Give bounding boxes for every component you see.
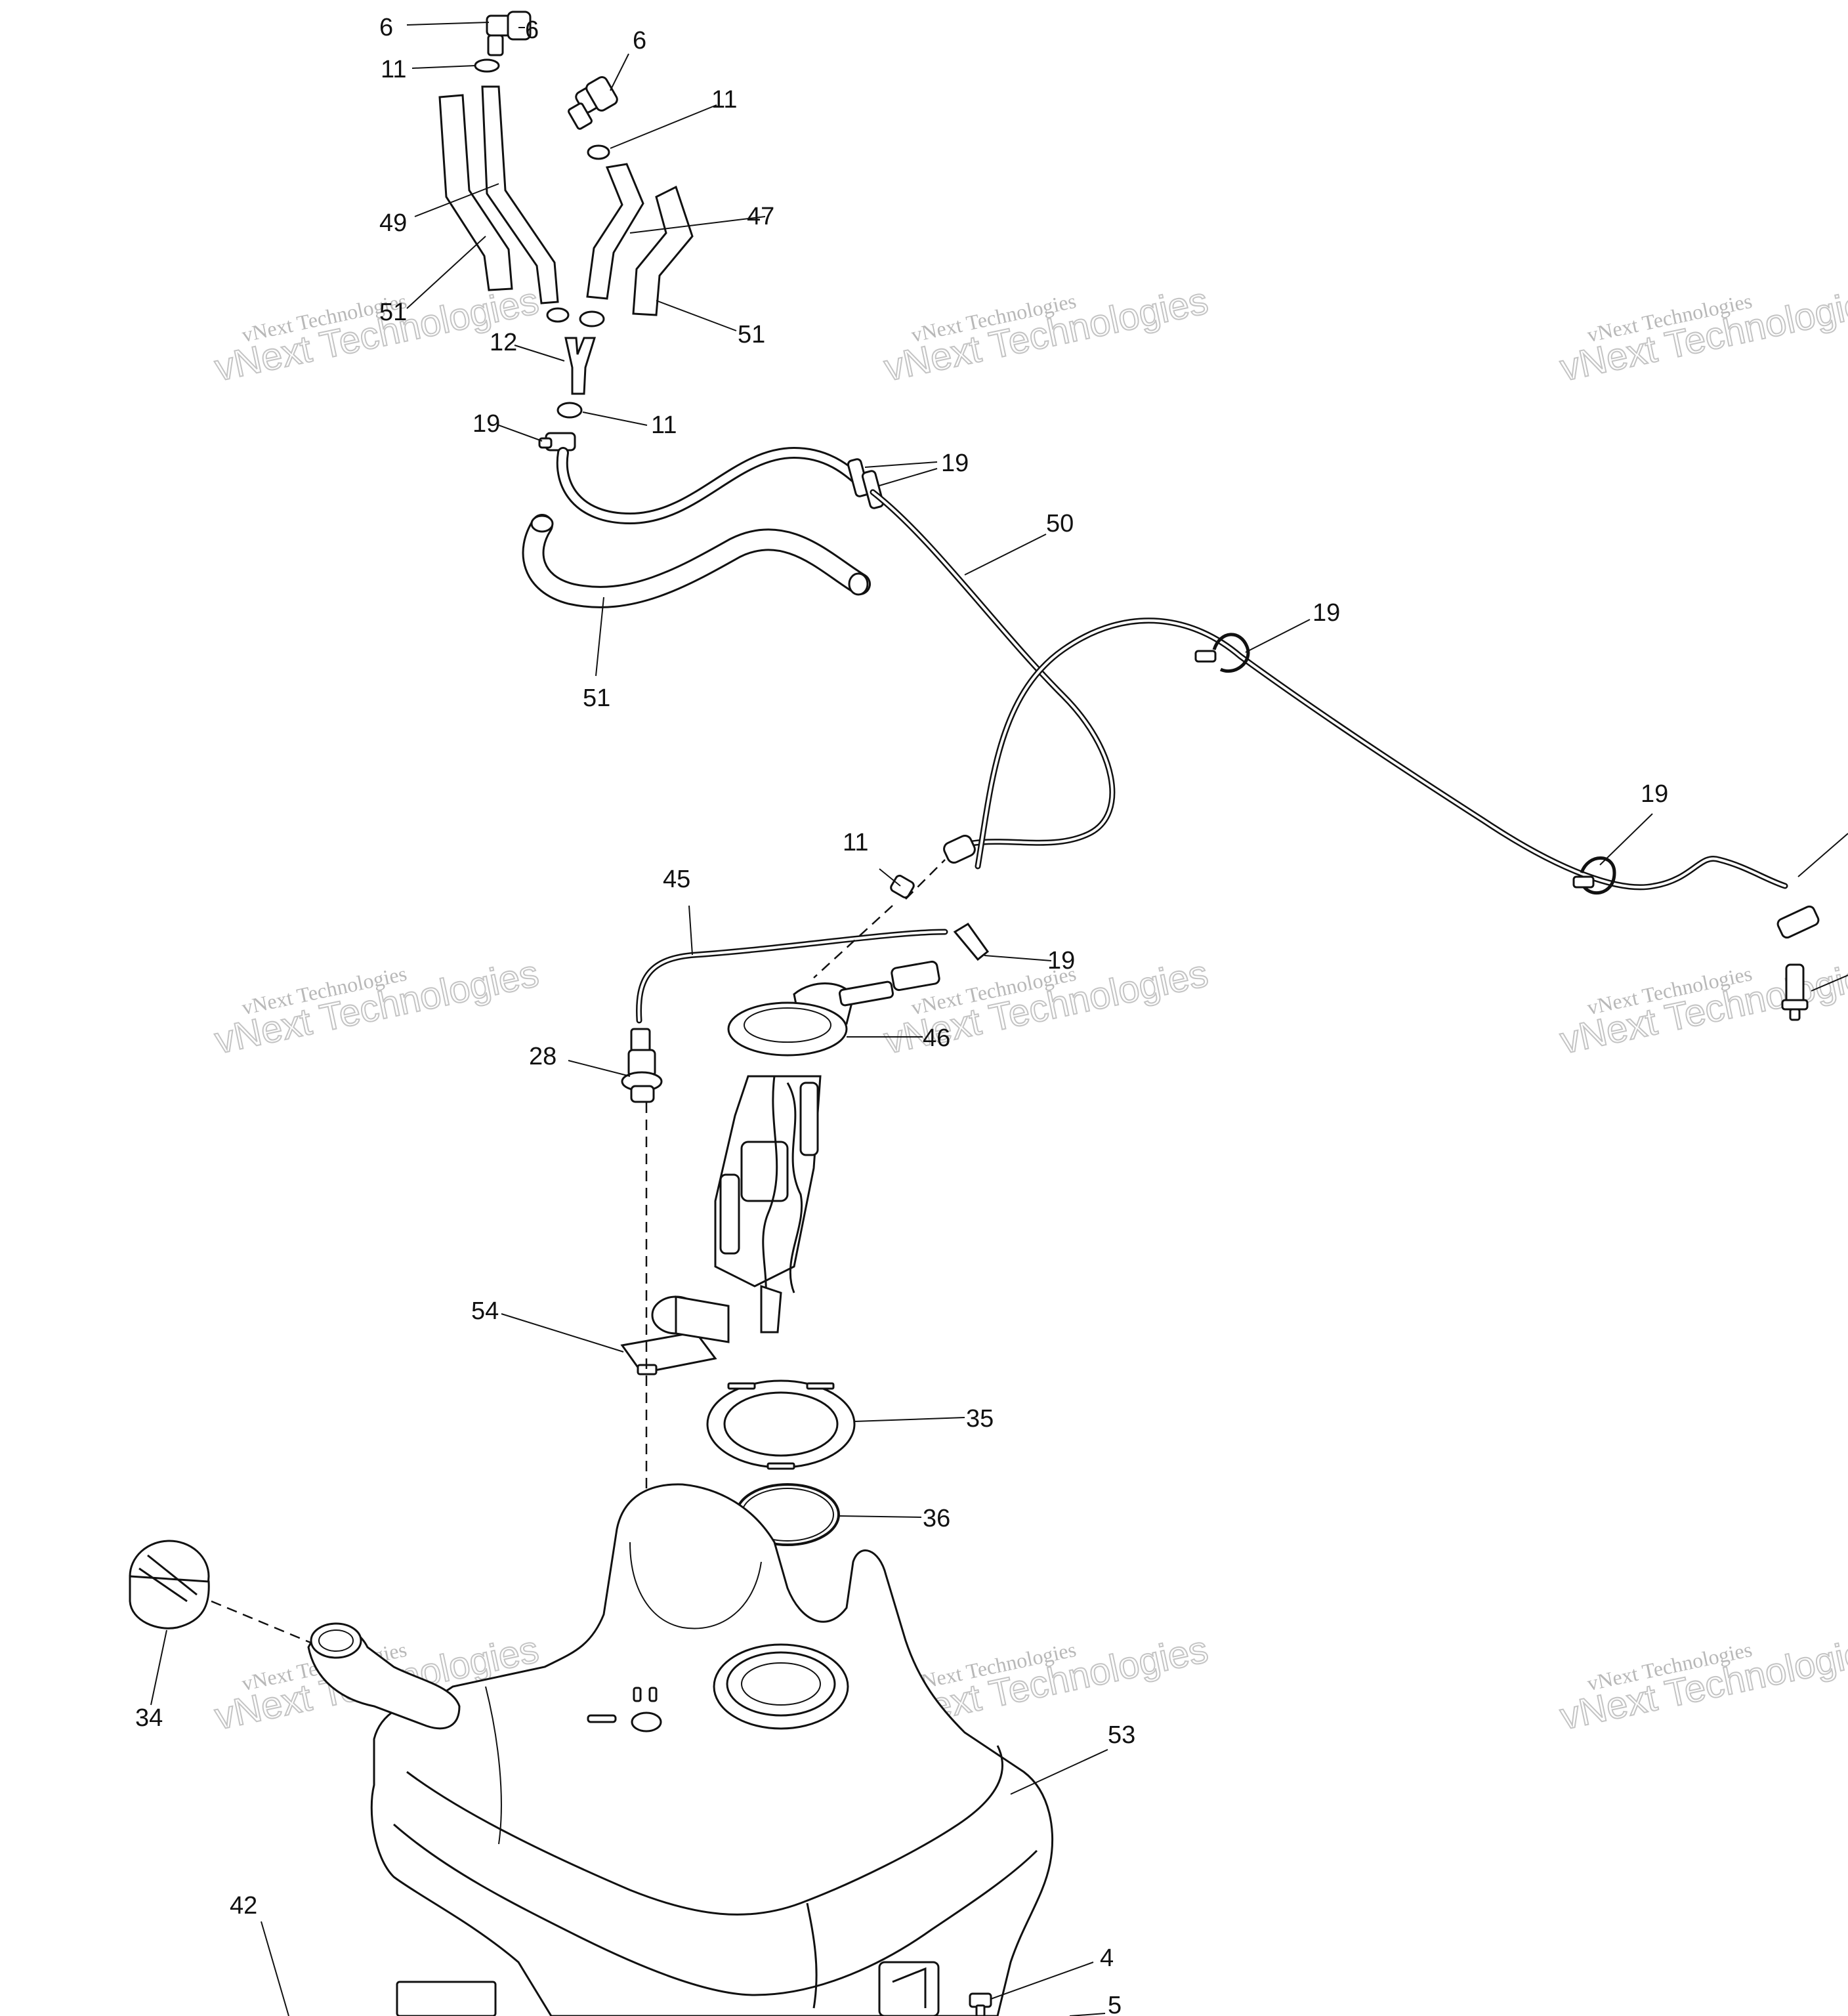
callout-35: 35	[966, 1405, 994, 1433]
callout-19: 19	[1312, 599, 1340, 627]
callout-36: 36	[923, 1505, 950, 1532]
part-19-clip[interactable]	[1194, 633, 1250, 673]
part-4-bolt[interactable]	[969, 1992, 992, 2016]
part-vent-line-long[interactable]	[975, 618, 1788, 891]
part-fuel-line-end[interactable]	[942, 833, 976, 865]
callout-54: 54	[471, 1297, 499, 1325]
callout-11: 11	[711, 86, 737, 114]
callout-28: 28	[529, 1043, 556, 1070]
callout-12: 12	[490, 329, 517, 356]
callout-19: 19	[1047, 947, 1075, 975]
callout-4: 4	[1100, 1944, 1114, 1972]
part-11-clamp[interactable]	[890, 874, 915, 899]
callout-53: 53	[1108, 1721, 1135, 1749]
part-46-fuel-pump-assembly[interactable]	[714, 960, 940, 1334]
part-51-hose-right[interactable]	[632, 185, 694, 316]
callout-49: 49	[379, 209, 407, 237]
watermark: vNext Technologies vNext Technologies	[211, 951, 543, 1062]
part-12-t-connector[interactable]	[564, 337, 597, 395]
callout-11: 11	[843, 829, 868, 856]
part-53-fuel-tank[interactable]	[370, 1483, 1054, 2016]
callout-11: 11	[651, 411, 677, 439]
part-47-hose[interactable]	[586, 163, 644, 300]
part-34-fuel-cap[interactable]	[129, 1540, 210, 1629]
part-19-clip[interactable]	[538, 432, 576, 452]
callout-19: 19	[1641, 780, 1668, 808]
callout-labels: 6 6 6 11 11 11 11 49 47 51 51 51 12 19 1…	[135, 14, 1668, 2016]
callout-6: 6	[525, 16, 539, 44]
callout-45: 45	[663, 866, 690, 893]
assembly-line	[905, 859, 946, 900]
part-11-clamp[interactable]	[556, 402, 583, 419]
callout-34: 34	[135, 1704, 163, 1732]
part-11-clamp[interactable]	[587, 144, 610, 160]
part-filler-neck[interactable]	[307, 1622, 461, 1730]
callout-51: 51	[379, 299, 407, 326]
part-28-sensor[interactable]	[621, 1028, 663, 1103]
part-11-clamp[interactable]	[474, 58, 500, 73]
callout-19: 19	[472, 410, 500, 438]
callout-50: 50	[1046, 510, 1074, 537]
part-54-fuel-filter[interactable]	[620, 1295, 730, 1376]
watermark: vNext Technologies vNext Technologies	[880, 278, 1212, 390]
callout-51: 51	[738, 321, 765, 348]
part-50-fuel-line[interactable]	[870, 489, 1116, 850]
watermark: vNext Technologies vNext Technologies	[1556, 1627, 1848, 1738]
part-51-hose-long[interactable]	[522, 514, 871, 608]
watermarks: vNext Technologies vNext Technologies vN…	[211, 278, 1848, 1738]
part-45-fuel-line[interactable]	[636, 929, 948, 1024]
callout-6: 6	[379, 14, 393, 41]
part-19-clip[interactable]	[1572, 856, 1616, 894]
part-6-elbow-fitting-right[interactable]	[568, 75, 619, 130]
part-51-hose-short[interactable]	[438, 94, 513, 291]
part-6-elbow-fitting[interactable]	[486, 10, 532, 56]
callout-11: 11	[381, 56, 406, 83]
callout-19: 19	[941, 450, 969, 477]
callout-47: 47	[747, 203, 774, 230]
part-vent-hose[interactable]	[556, 446, 879, 525]
part-49-hose[interactable]	[481, 85, 559, 304]
callout-42: 42	[230, 1892, 257, 1920]
callout-51: 51	[583, 684, 610, 712]
watermark: vNext Technologies vNext Technologies	[1556, 278, 1848, 390]
part-35-lock-ring[interactable]	[706, 1379, 856, 1470]
leader-lines	[150, 22, 1848, 2016]
callout-5: 5	[1108, 1992, 1122, 2016]
part-clamp-pair[interactable]	[546, 307, 605, 327]
part-19-clip[interactable]	[953, 923, 990, 961]
callout-6: 6	[633, 27, 646, 54]
part-right-fittings[interactable]	[1776, 905, 1820, 1021]
callout-46: 46	[923, 1024, 950, 1052]
assembly-line	[211, 1600, 322, 1648]
assembly-line	[813, 905, 893, 978]
